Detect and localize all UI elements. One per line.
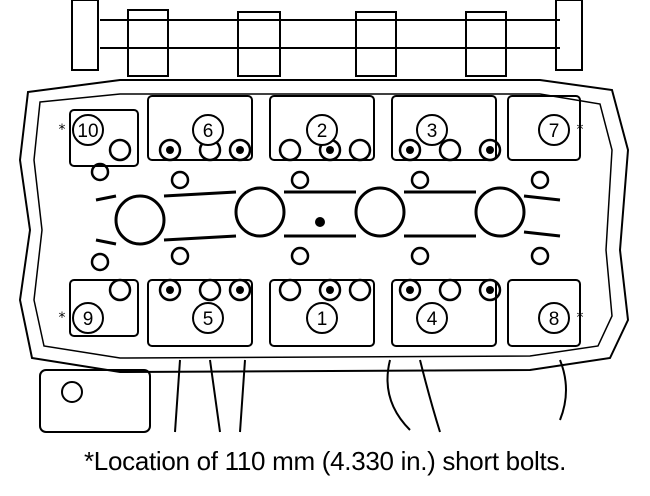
- cylinder-head-outline: [18, 79, 630, 374]
- bolt-3: 3: [416, 114, 448, 146]
- spark-plug-bores: [95, 186, 561, 246]
- bolt-number: 8: [549, 309, 560, 330]
- bolt-number: 10: [77, 121, 98, 142]
- bolt-circle: [72, 302, 104, 334]
- bolt-number: 7: [549, 121, 560, 142]
- bolt-circle: [538, 302, 570, 334]
- bolt-4: 4: [416, 302, 448, 334]
- bolt-7: 7*: [538, 114, 584, 146]
- top-runners: [71, 0, 583, 77]
- bolt-circle: [72, 114, 104, 146]
- bolt-2: 2: [306, 114, 338, 146]
- bolt-circle: [416, 302, 448, 334]
- cam-caps: [69, 95, 581, 347]
- bolt-number: 2: [317, 121, 328, 142]
- bolt-number: 1: [317, 309, 328, 330]
- caption: *Location of 110 mm (4.330 in.) short bo…: [83, 446, 567, 476]
- bolt-circle: [192, 114, 224, 146]
- spring-fills: [166, 146, 494, 294]
- valve-springs: [90, 138, 550, 302]
- short-bolt-marker: *: [577, 122, 584, 138]
- short-bolt-marker: *: [59, 310, 66, 326]
- short-bolt-marker: *: [59, 122, 66, 138]
- bolt-10: 10 *: [59, 114, 104, 146]
- bolt-circle: [306, 114, 338, 146]
- bolt-circle: [192, 302, 224, 334]
- bolt-6: 6: [192, 114, 224, 146]
- bolt-circle: [306, 302, 338, 334]
- bolt-1: 1: [306, 302, 338, 334]
- bolt-8: 8*: [538, 302, 584, 334]
- bolt-5: 5: [192, 302, 224, 334]
- bolt-9: 9*: [59, 302, 104, 334]
- bolt-circle: [416, 114, 448, 146]
- bolt-number: 3: [427, 121, 438, 142]
- bolt-number: 9: [83, 309, 94, 330]
- bolt-number: 4: [427, 309, 438, 330]
- bolt-circle: [538, 114, 570, 146]
- bolt-number: 5: [203, 309, 214, 330]
- short-bolt-marker: *: [577, 310, 584, 326]
- bolt-number: 6: [203, 121, 214, 142]
